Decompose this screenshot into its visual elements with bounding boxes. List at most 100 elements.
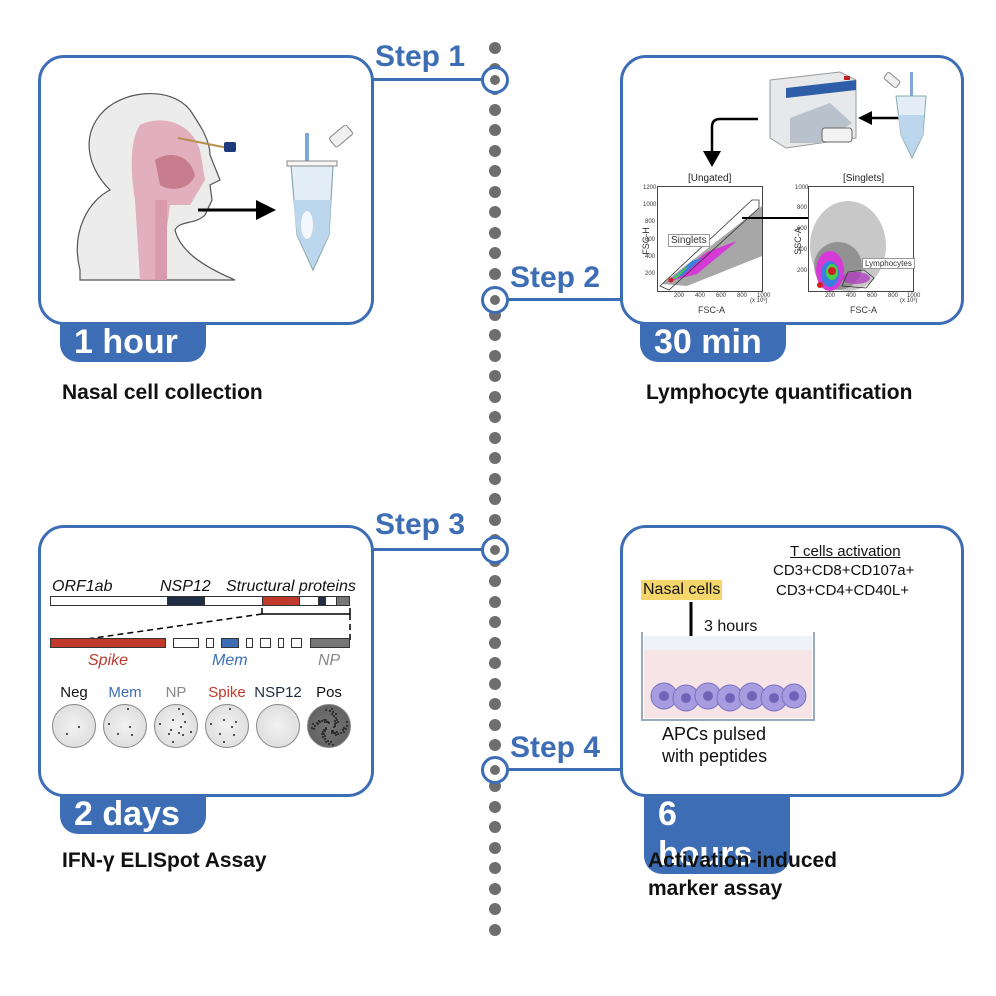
elispot-spot: [180, 726, 182, 728]
elispot-spot: [233, 733, 236, 736]
genome-label-nsp12: NSP12: [160, 578, 211, 595]
elispot-spot: [167, 733, 170, 736]
elispot-spot: [329, 710, 331, 712]
protein-orf: [173, 638, 199, 648]
elispot-spot: [126, 708, 129, 711]
y-tick: 200: [797, 268, 808, 274]
apc-label-line1: APCs pulsed: [662, 724, 767, 744]
step2-connector: [508, 298, 622, 301]
step2-caption: Lymphocyte quantification: [646, 381, 913, 404]
genome-label-structural: Structural proteins: [226, 578, 356, 595]
elispot-spot: [65, 733, 68, 736]
elispot-spot: [108, 723, 111, 726]
timeline-dot: [489, 575, 501, 587]
step3-label: Step 3: [375, 508, 466, 541]
genome-segment-spike: [262, 596, 300, 606]
timeline-dot: [489, 739, 501, 751]
elispot-well-label: NP: [165, 684, 187, 701]
protein-orf: [206, 638, 214, 648]
x-tick: 200: [825, 293, 836, 299]
y-tick: 800: [797, 205, 808, 211]
y-tick: 400: [645, 254, 656, 260]
elispot-spot: [325, 709, 328, 712]
elispot-well-label: NSP12: [254, 684, 302, 701]
step1-node: [481, 66, 509, 94]
collection-tube-icon: [286, 125, 353, 272]
elispot-spot: [190, 731, 193, 734]
elispot-spot: [312, 723, 315, 726]
plot1-area: [657, 186, 763, 292]
timeline-dot: [489, 431, 501, 444]
elispot-spot: [324, 741, 327, 744]
timeline-dot: [489, 390, 501, 403]
timeline-dot: [489, 903, 501, 915]
timeline-dot: [489, 657, 501, 669]
elispot-well-label: Pos: [316, 684, 342, 701]
elispot-spot: [169, 728, 172, 731]
elispot-spot: [330, 708, 333, 711]
timeline-dot: [489, 144, 501, 157]
timeline-dot: [489, 493, 501, 505]
flow-cytometer-icon: [769, 71, 857, 149]
elispot-spot: [222, 741, 225, 744]
nasal-cells-label: Nasal cells: [641, 580, 723, 600]
timeline-dot: [489, 226, 501, 239]
step1-duration-badge: 1 hour: [60, 322, 206, 362]
plot2-unit: (x 10³): [900, 298, 918, 304]
elispot-well-label: Neg: [60, 684, 88, 701]
elispot-well: [307, 704, 351, 748]
step1-label: Step 1: [375, 40, 466, 73]
t-cell-activation-title: T cells activation: [790, 543, 901, 560]
elispot-spot: [341, 729, 344, 732]
elispot-spot: [322, 732, 325, 735]
elispot-spot: [336, 718, 339, 721]
x-tick: 200: [674, 293, 685, 299]
timeline-dot: [489, 411, 501, 423]
arrow-right-icon: [198, 200, 276, 220]
elispot-spot: [324, 728, 327, 731]
elispot-well: [52, 704, 96, 748]
step2-node: [481, 286, 509, 314]
timeline-dot: [489, 349, 501, 362]
step4-duration-badge: 6 hours: [644, 794, 790, 874]
step3-caption: IFN-γ ELISpot Assay: [62, 849, 267, 872]
elispot-spot: [324, 734, 326, 737]
elispot-spot: [327, 721, 330, 724]
plot1-title: [Ungated]: [688, 173, 732, 184]
elispot-spot: [315, 721, 318, 724]
genome-segment-mem: [318, 596, 326, 606]
elispot-spot: [311, 726, 314, 729]
elispot-spot: [332, 732, 335, 735]
elispot-well: [154, 704, 198, 748]
elispot-spot: [314, 724, 317, 727]
elispot-spot: [228, 708, 231, 711]
x-tick: 400: [846, 293, 857, 299]
genome-segment-np: [336, 596, 350, 606]
elispot-spot: [172, 718, 175, 721]
step3-duration-badge: 2 days: [60, 794, 206, 834]
elispot-spot: [342, 726, 345, 729]
elispot-spot: [171, 741, 174, 744]
protein-orf: [278, 638, 284, 648]
y-tick: 1000: [643, 202, 657, 208]
elispot-well: [103, 704, 147, 748]
elispot-spot: [313, 728, 316, 731]
elispot-spot: [181, 713, 184, 716]
timeline-dot: [489, 103, 501, 116]
elispot-spot: [325, 727, 328, 730]
elispot-spot: [344, 728, 347, 731]
y-tick: 1000: [795, 185, 809, 191]
elispot-spot: [329, 740, 332, 743]
timeline-dot: [489, 452, 501, 464]
elispot-spot: [335, 733, 338, 736]
elispot-spot: [325, 720, 328, 723]
elispot-spot: [333, 714, 336, 717]
arrow-curved-down-icon: [703, 117, 758, 167]
protein-spike: [50, 638, 166, 648]
timeline-dot: [489, 247, 501, 259]
elispot-spot: [332, 711, 335, 714]
elispot-spot: [320, 733, 323, 736]
timeline-dot: [489, 862, 501, 874]
x-tick: 600: [867, 293, 878, 299]
elispot-spot: [345, 724, 348, 727]
